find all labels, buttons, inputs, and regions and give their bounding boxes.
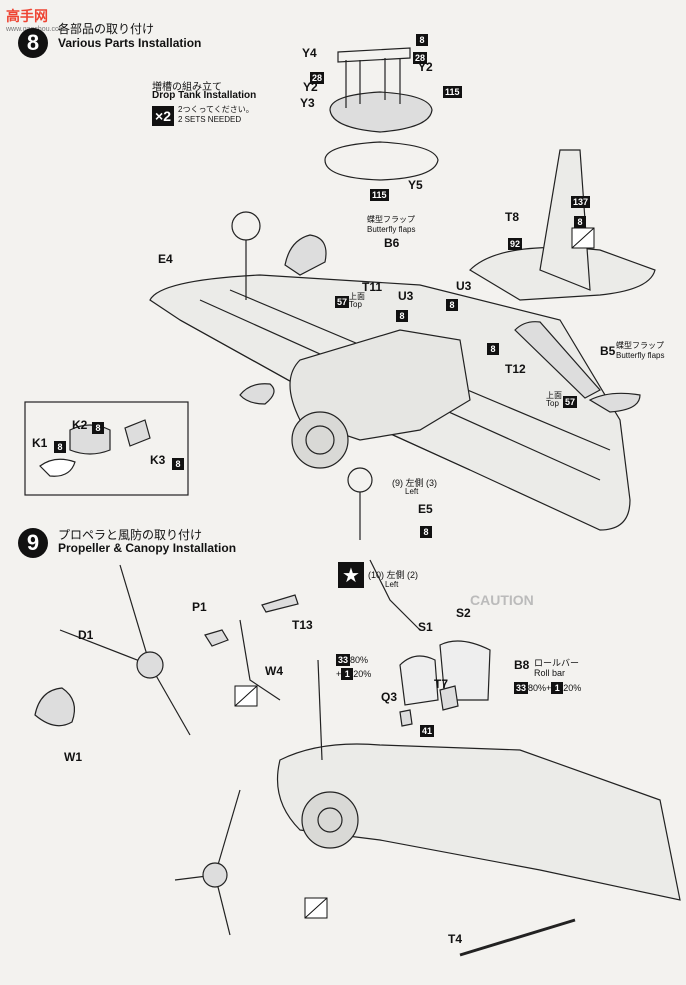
part-label: B8: [514, 658, 530, 672]
step-8-title-en: Various Parts Installation: [58, 36, 202, 50]
part-label: K1: [32, 436, 48, 450]
part-label: U3: [456, 279, 472, 293]
part-label: W1: [64, 750, 82, 764]
color-code: 8: [172, 458, 184, 470]
part-label: T12: [505, 362, 526, 376]
left-note-9: (9) 左側 (3): [392, 478, 438, 488]
color-code: 57: [563, 396, 578, 408]
part-label: E5: [418, 502, 433, 516]
color-code: 115: [443, 86, 462, 98]
left-note-en: Left: [405, 487, 419, 496]
top-note-en: Top: [349, 300, 362, 309]
part-label: D1: [78, 628, 94, 642]
color-code: 8: [446, 299, 458, 311]
left-note-en: Left: [385, 580, 399, 589]
rollbar-note-en: Roll bar: [534, 668, 566, 678]
part-label: B5: [600, 344, 616, 358]
butterfly-note-jp: 蝶型フラップ: [616, 341, 664, 350]
caution-text: CAUTION: [470, 592, 534, 608]
part-label: U3: [398, 289, 414, 303]
butterfly-note-en: Butterfly flaps: [616, 351, 665, 360]
butterfly-note-jp: 蝶型フラップ: [367, 215, 415, 224]
part-label: T4: [448, 932, 463, 946]
step-9-number: 9: [18, 528, 48, 558]
part-label: B6: [384, 236, 400, 250]
part-label: W4: [265, 664, 283, 678]
part-label: Y4: [302, 46, 317, 60]
part-label: T13: [292, 618, 313, 632]
part-label: S2: [456, 606, 471, 620]
part-label: T8: [505, 210, 520, 224]
sets-note-jp: 2つくってください。: [178, 105, 254, 114]
part-label: Y2: [418, 60, 433, 74]
color-code: 8: [416, 34, 428, 46]
color-code: 8: [396, 310, 408, 322]
star-icon: ★: [338, 562, 364, 588]
part-label: P1: [192, 600, 207, 614]
drop-tank-title-jp: 増槽の組み立て: [152, 82, 222, 93]
top-note-jp: 上面: [546, 391, 562, 400]
part-label: Q3: [381, 690, 398, 704]
step-8-title-jp: 各部品の取り付け: [58, 22, 155, 36]
part-label: E4: [158, 252, 173, 266]
part-label: T11: [362, 280, 383, 294]
drop-tank-title-en: Drop Tank Installation: [152, 90, 257, 101]
butterfly-note-en: Butterfly flaps: [367, 225, 416, 234]
part-label: Y2: [303, 80, 318, 94]
color-code: 92: [508, 238, 523, 250]
color-code: 8: [54, 441, 66, 453]
color-code: 8: [92, 422, 104, 434]
step-9-title-en: Propeller & Canopy Installation: [58, 541, 237, 555]
step-9-title-jp: プロペラと風防の取り付け: [58, 528, 203, 542]
part-label: Y3: [300, 96, 315, 110]
color-code: 57: [335, 296, 350, 308]
color-code: 28: [310, 72, 325, 84]
color-code: 28: [413, 52, 428, 64]
rollbar-note-jp: ロールバー: [534, 658, 580, 668]
sets-note-en: 2 SETS NEEDED: [178, 115, 242, 124]
color-code: 8: [420, 526, 432, 538]
step-8-number: 8: [18, 28, 48, 58]
top-note-jp: 上面: [349, 292, 365, 301]
top-note-en: Top: [546, 399, 559, 408]
part-label: K3: [150, 453, 166, 467]
color-code: 41: [420, 725, 435, 737]
color-code: 8: [574, 216, 586, 228]
left-note-10: (10) 左側 (2): [368, 570, 419, 580]
part-label: K2: [72, 418, 88, 432]
color-code: 115: [370, 189, 389, 201]
color-code: 8: [487, 343, 499, 355]
part-label: T7: [434, 677, 449, 691]
part-label: S1: [418, 620, 433, 634]
multiplier-badge: ×2: [152, 106, 174, 126]
part-label: Y5: [408, 178, 423, 192]
color-code: 137: [571, 196, 591, 208]
